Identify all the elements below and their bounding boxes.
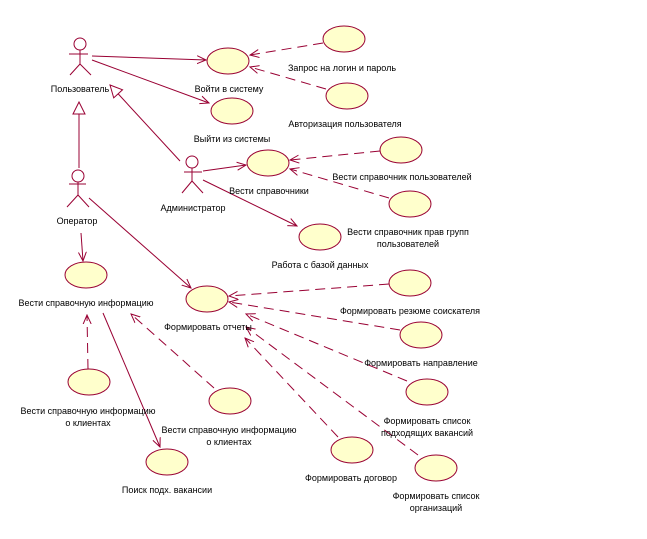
usecase-logout-label: Выйти из системы (194, 134, 271, 144)
dep-auth-login (250, 67, 327, 90)
assoc-admin-db (202, 179, 297, 226)
usecase-rights-ref[interactable]: Вести справочник прав групп пользователей (347, 190, 469, 249)
usecase-request-login-label: Запрос на логин и пароль (288, 63, 396, 73)
usecase-ref-clients-left-label-2: о клиентах (65, 418, 111, 428)
usecase-ref-clients-left[interactable]: Вести справочную информацию о клиентах (21, 368, 156, 428)
usecase-search-vacancy-label: Поиск подх. вакансии (122, 485, 212, 495)
actor-user-label: Пользователь (51, 84, 110, 94)
usecase-ref-clients-mid-label-2: о клиентах (206, 437, 252, 447)
usecase-database-label: Работа с базой данных (272, 260, 369, 270)
usecase-manage-refs[interactable]: Вести справочники (229, 149, 309, 196)
usecase-request-login[interactable]: Запрос на логин и пароль (288, 25, 396, 73)
usecase-contract[interactable]: Формировать договор (305, 436, 397, 483)
usecase-search-vacancy[interactable]: Поиск подх. вакансии (122, 448, 212, 495)
dep-referral-reports (229, 302, 401, 331)
usecase-ref-clients-mid-label-1: Вести справочную информацию (162, 425, 297, 435)
assoc-admin-refs (202, 165, 246, 172)
assoc-user-logout (91, 59, 209, 103)
usecase-org-list[interactable]: Формировать список организаций (393, 454, 480, 513)
assoc-operator-reports (88, 197, 191, 288)
usecase-authorization-label: Авторизация пользователя (288, 119, 401, 129)
usecase-vacancy-list-label-2: подходящих вакансий (381, 428, 473, 438)
dep-users-refs (290, 150, 381, 160)
assoc-refinfo-search (102, 312, 160, 447)
usecase-authorization[interactable]: Авторизация пользователя (288, 82, 402, 129)
usecase-users-ref-label: Вести справочник пользователей (332, 172, 471, 182)
usecase-logout[interactable]: Выйти из системы (194, 97, 271, 144)
usecase-rights-ref-label-1: Вести справочник прав групп (347, 227, 469, 237)
usecase-resume-label: Формировать резюме соискателя (340, 306, 480, 316)
usecase-vacancy-list-label-1: Формировать список (384, 416, 471, 426)
usecase-org-list-label-1: Формировать список (393, 491, 480, 501)
dep-request-login (250, 42, 324, 55)
usecase-ref-info[interactable]: Вести справочную информацию (19, 261, 154, 308)
usecase-manage-refs-label: Вести справочники (229, 186, 309, 196)
dep-clients-left-refinfo (87, 315, 88, 370)
assoc-user-login (91, 56, 206, 60)
actor-operator-label: Оператор (57, 216, 98, 226)
assoc-operator-refinfo (81, 232, 83, 261)
dep-rights-refs (290, 169, 390, 199)
usecase-ref-clients-mid[interactable]: Вести справочную информацию о клиентах (162, 387, 297, 447)
usecase-resume[interactable]: Формировать резюме соискателя (340, 269, 480, 316)
dep-orgs-reports (246, 327, 419, 456)
actor-admin[interactable]: Администратор (161, 155, 226, 213)
dep-clients-mid-refinfo (131, 314, 215, 389)
usecase-org-list-label-2: организаций (410, 503, 462, 513)
usecase-login-label: Войти в систему (195, 84, 264, 94)
usecase-ref-clients-left-label-1: Вести справочную информацию (21, 406, 156, 416)
dep-resume-reports (229, 283, 390, 296)
generalization-admin-user (110, 85, 181, 162)
usecase-vacancy-list[interactable]: Формировать список подходящих вакансий (381, 378, 473, 438)
dep-contract-reports (245, 338, 339, 438)
usecase-reports[interactable]: Формировать отчеты (164, 285, 252, 332)
usecase-reports-label: Формировать отчеты (164, 322, 252, 332)
usecase-database[interactable]: Работа с базой данных (272, 223, 369, 270)
usecase-referral[interactable]: Формировать направление (364, 321, 478, 368)
actor-operator[interactable]: Оператор (57, 169, 98, 226)
actor-user[interactable]: Пользователь (51, 37, 110, 94)
usecase-login[interactable]: Войти в систему (195, 47, 264, 94)
usecase-contract-label: Формировать договор (305, 473, 397, 483)
usecase-users-ref[interactable]: Вести справочник пользователей (332, 136, 472, 182)
usecase-rights-ref-label-2: пользователей (377, 239, 439, 249)
dep-vacancies-reports (246, 314, 408, 382)
usecase-referral-label: Формировать направление (364, 358, 478, 368)
usecase-ref-info-label: Вести справочную информацию (19, 298, 154, 308)
actor-admin-label: Администратор (161, 203, 226, 213)
